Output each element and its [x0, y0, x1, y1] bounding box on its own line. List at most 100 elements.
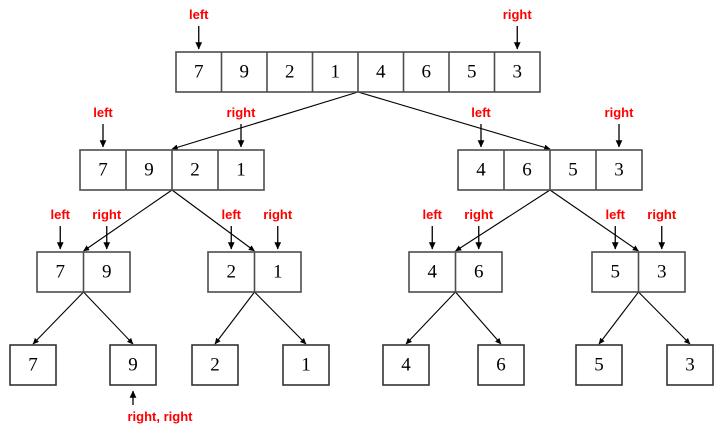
pointer-right-half-left: left	[471, 105, 491, 148]
cell-value-right-half-2: 5	[568, 159, 578, 180]
cell-value-leaf-9-0: 9	[128, 354, 138, 375]
bottom-annotation-label: right, right	[128, 409, 194, 424]
pointer-label-right: right	[647, 207, 677, 222]
pointer-left-half-left: left	[93, 105, 113, 148]
array-outline-leaf-5	[575, 344, 623, 386]
pointer-pair-7-9-right: right	[92, 207, 122, 250]
array-outline-leaf-4	[382, 344, 430, 386]
pointer-pair-2-1-right: right	[263, 207, 293, 250]
cell-value-right-half-1: 6	[522, 159, 532, 180]
cell-value-left-half-1: 9	[144, 159, 154, 180]
array-outline-leaf-9	[109, 344, 157, 386]
pointer-label-right: right	[227, 105, 257, 120]
cell-value-pair-5-3-1: 3	[657, 261, 667, 282]
pointer-label-left: left	[189, 7, 209, 22]
cell-value-root-array-1: 9	[240, 61, 250, 82]
array-root-array: 7 9 2 1 4 6 5 3	[175, 51, 541, 93]
cell-value-left-half-2: 2	[190, 159, 200, 180]
bottom-annotation: right, right	[128, 390, 194, 424]
pointer-label-right: right	[503, 7, 533, 22]
pointer-root-array-left: left	[189, 7, 209, 50]
cell-value-root-array-6: 5	[467, 61, 477, 82]
cell-value-leaf-1-0: 1	[301, 354, 311, 375]
array-leaf-9: 9	[109, 344, 157, 386]
array-outline-leaf-6	[477, 344, 525, 386]
pointer-label-left: left	[606, 207, 626, 222]
split-connector-root-array-to-left-half	[171, 91, 359, 151]
split-connector-pair-7-9-to-leaf-9	[83, 291, 134, 345]
pointer-label-right: right	[464, 207, 494, 222]
cell-value-pair-5-3-0: 5	[611, 261, 621, 282]
pointer-pair-5-3-right: right	[647, 207, 677, 250]
split-connector-pair-5-3-to-leaf-5	[598, 291, 639, 345]
pointer-label-right: right	[92, 207, 122, 222]
cell-value-leaf-2-0: 2	[210, 354, 220, 375]
cell-value-right-half-0: 4	[476, 159, 486, 180]
cell-value-root-array-5: 6	[422, 61, 432, 82]
split-connector-right-half-to-pair-4-6	[455, 189, 551, 252]
cell-value-leaf-6-0: 6	[496, 354, 506, 375]
cell-value-leaf-3-0: 3	[685, 354, 695, 375]
pointer-label-left: left	[423, 207, 443, 222]
pointer-pair-4-6-left: left	[423, 207, 443, 250]
array-leaf-2: 2	[191, 344, 239, 386]
split-connector-pair-2-1-to-leaf-1	[254, 291, 307, 345]
pointer-pair-5-3-left: left	[606, 207, 626, 250]
cell-value-root-array-3: 1	[331, 61, 341, 82]
array-leaf-3: 3	[666, 344, 714, 386]
cell-value-pair-7-9-1: 9	[102, 261, 112, 282]
split-connector-root-array-to-right-half	[357, 91, 551, 151]
array-outline-leaf-3	[666, 344, 714, 386]
pointer-label-left: left	[51, 207, 71, 222]
cell-value-right-half-3: 3	[614, 159, 624, 180]
array-leaf-6: 6	[477, 344, 525, 386]
pointer-pair-2-1-left: left	[222, 207, 242, 250]
array-outline-leaf-2	[191, 344, 239, 386]
cell-value-left-half-3: 1	[236, 159, 246, 180]
array-left-half: 7 9 2 1	[79, 149, 265, 191]
split-connector-pair-4-6-to-leaf-6	[455, 291, 502, 345]
cell-value-leaf-7-0: 7	[28, 354, 38, 375]
cell-value-pair-4-6-1: 6	[474, 261, 484, 282]
split-connector-left-half-to-pair-2-1	[171, 189, 255, 252]
array-leaf-7: 7	[9, 344, 57, 386]
cell-value-root-array-4: 4	[376, 61, 386, 82]
cell-value-leaf-5-0: 5	[594, 354, 604, 375]
pointer-pair-7-9-left: left	[51, 207, 71, 250]
array-leaf-1: 1	[282, 344, 330, 386]
pointer-right-half-right: right	[605, 105, 635, 148]
cell-value-root-array-2: 2	[285, 61, 295, 82]
cell-value-pair-2-1-0: 2	[227, 261, 237, 282]
array-outline-leaf-1	[282, 344, 330, 386]
split-connector-pair-2-1-to-leaf-2	[214, 291, 255, 345]
pointer-label-right: right	[605, 105, 635, 120]
pointer-label-left: left	[222, 207, 242, 222]
cell-value-root-array-0: 7	[194, 61, 204, 82]
cell-value-pair-4-6-0: 4	[428, 261, 438, 282]
pointer-labels-layer: left right left right left right left right left…	[51, 7, 677, 250]
cell-value-pair-7-9-0: 7	[56, 261, 66, 282]
bottom-annotation-layer: right, right	[128, 390, 194, 424]
split-connectors-layer	[32, 91, 691, 345]
cell-value-left-half-0: 7	[98, 159, 108, 180]
pointer-label-right: right	[263, 207, 293, 222]
array-outline-leaf-7	[9, 344, 57, 386]
pointer-root-array-right: right	[503, 7, 533, 50]
cell-value-pair-2-1-1: 1	[273, 261, 283, 282]
pointer-left-half-right: right	[227, 105, 257, 148]
array-leaf-5: 5	[575, 344, 623, 386]
cell-value-leaf-4-0: 4	[401, 354, 411, 375]
pointer-label-left: left	[93, 105, 113, 120]
split-connector-pair-7-9-to-leaf-7	[32, 291, 84, 345]
split-connector-pair-4-6-to-leaf-4	[405, 291, 456, 345]
split-connector-pair-5-3-to-leaf-3	[638, 291, 691, 345]
split-connector-left-half-to-pair-7-9	[83, 189, 173, 252]
cell-value-root-array-7: 3	[513, 61, 523, 82]
pointer-label-left: left	[471, 105, 491, 120]
